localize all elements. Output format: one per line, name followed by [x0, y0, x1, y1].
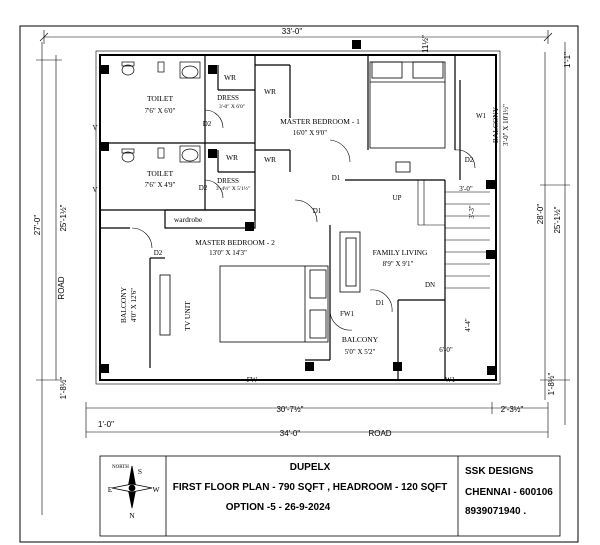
balcony-right-size: 3'-0" X 10'1½"	[502, 104, 510, 146]
wr1-label: WR	[224, 73, 236, 82]
right-depth-dim: 28'-0"	[536, 204, 545, 225]
bottom-right-seg-dim: 2'-3½"	[501, 405, 524, 414]
title-line2: FIRST FLOOR PLAN - 790 SQFT , HEADROOM -…	[173, 482, 447, 493]
window-fw1: FW1	[340, 310, 355, 318]
compass-north-word: NORTH	[112, 465, 129, 470]
toilet1-size: 7'6" X 6'0"	[145, 107, 176, 115]
outer-walls	[95, 50, 501, 385]
balcony-right-name: BALCONY	[491, 106, 500, 143]
bottom-left-small-dim: 1'-8½"	[59, 377, 68, 400]
master1-name: MASTER BEDROOM - 1	[280, 117, 360, 126]
compass-w: W	[152, 485, 160, 494]
bottom-right-small-dim: 1'-8½"	[547, 373, 556, 396]
right-inner-dim: 25'-1½"	[553, 206, 562, 233]
balcony-bottom-name: BALCONY	[342, 335, 379, 344]
dress2-name: DRESS	[217, 177, 239, 185]
door-d2-c: D2	[154, 249, 163, 257]
tv-unit-label: TV UNIT	[183, 301, 192, 331]
bottom-inner-dim: 30'-7½"	[276, 405, 303, 414]
company-city: CHENNAI - 600106	[465, 487, 553, 498]
balcony-left-size: 4'0" X 12'6"	[130, 288, 138, 322]
window-w1-b: W1	[445, 376, 456, 384]
right-top-small-dim: 1'-1"	[563, 52, 572, 68]
left-depth-dim: 27'-0"	[33, 215, 42, 236]
toilet-fixtures	[121, 61, 201, 163]
window-fw: FW	[247, 376, 258, 384]
wr2-label: WR	[264, 87, 276, 96]
door-d1-c: D1	[376, 299, 385, 307]
door-d1-a: D1	[332, 174, 341, 182]
bottom-left-seg-dim: 1'-0"	[98, 420, 114, 429]
dress1-name: DRESS	[217, 94, 239, 102]
door-swings	[131, 109, 476, 331]
title-line3: OPTION -5 - 26-9-2024	[226, 502, 331, 513]
top-right-gap-dim: 11½"	[421, 35, 430, 53]
door-d2-a: D2	[203, 120, 212, 128]
compass-e: E	[108, 485, 113, 494]
toilet1-name: TOILET	[147, 94, 174, 103]
stair-up-label: UP	[393, 194, 402, 202]
door-d2-b: D2	[199, 184, 208, 192]
wr3-label: WR	[226, 153, 238, 162]
master2-name: MASTER BEDROOM - 2	[195, 238, 275, 247]
balcony-width-dim: 6'-0"	[439, 346, 453, 354]
balcony-bottom-size: 5'0" X 5'2"	[345, 348, 376, 356]
door-d2-d: D2	[465, 156, 474, 164]
bottom-road-label: ROAD	[368, 429, 391, 438]
door-d1-b: D1	[313, 207, 322, 215]
window-w1-a: W1	[476, 112, 487, 120]
balcony-height-dim: 4'-4"	[464, 318, 472, 332]
compass-s: S	[138, 467, 142, 476]
vent-v-b: V	[92, 186, 97, 194]
stair-treads	[417, 180, 490, 289]
company-phone: 8939071940 .	[465, 506, 526, 517]
compass-icon	[111, 465, 153, 509]
bottom-total-dim: 34'-0"	[280, 429, 301, 438]
dress2-size: 3'-4½" X 5'1½"	[216, 185, 250, 192]
right-dimensions	[540, 42, 570, 425]
balcony-left-name: BALCONY	[119, 286, 128, 323]
toilet2-name: TOILET	[147, 169, 174, 178]
wr4-label: WR	[264, 155, 276, 164]
furniture	[159, 161, 411, 336]
interior-walls	[100, 55, 461, 380]
bottom-dimensions	[85, 402, 549, 438]
beds	[219, 61, 446, 343]
master1-size: 16'0" X 9'0"	[293, 129, 327, 137]
title-block-frame	[99, 455, 561, 537]
stair-height-dim: 3'-3"	[468, 205, 476, 219]
top-dimension	[39, 30, 553, 44]
top-width-dim: 33'-0"	[282, 27, 303, 36]
left-road-label: ROAD	[57, 276, 66, 299]
columns	[100, 40, 496, 375]
title-line1: DUPELX	[290, 462, 331, 473]
vent-v-a: V	[92, 124, 97, 132]
stair-dn-label: DN	[425, 281, 435, 289]
company-name: SSK DESIGNS	[465, 466, 534, 477]
master2-size: 13'0" X 14'3"	[209, 249, 247, 257]
family-living-size: 8'9" X 9'1"	[383, 260, 414, 268]
compass-n: N	[129, 511, 135, 520]
left-dimensions	[36, 42, 62, 515]
toilet2-size: 7'6" X 4'9"	[145, 181, 176, 189]
dress1-size: 3'-0" X 6'0"	[219, 104, 245, 110]
left-inner-dim: 25'-1½"	[59, 204, 68, 231]
stair-width-dim: 3'-0"	[459, 185, 473, 193]
wardrobe-label: wardrobe	[174, 215, 203, 224]
family-living-name: FAMILY LIVING	[373, 248, 428, 257]
sheet-border	[19, 25, 579, 543]
